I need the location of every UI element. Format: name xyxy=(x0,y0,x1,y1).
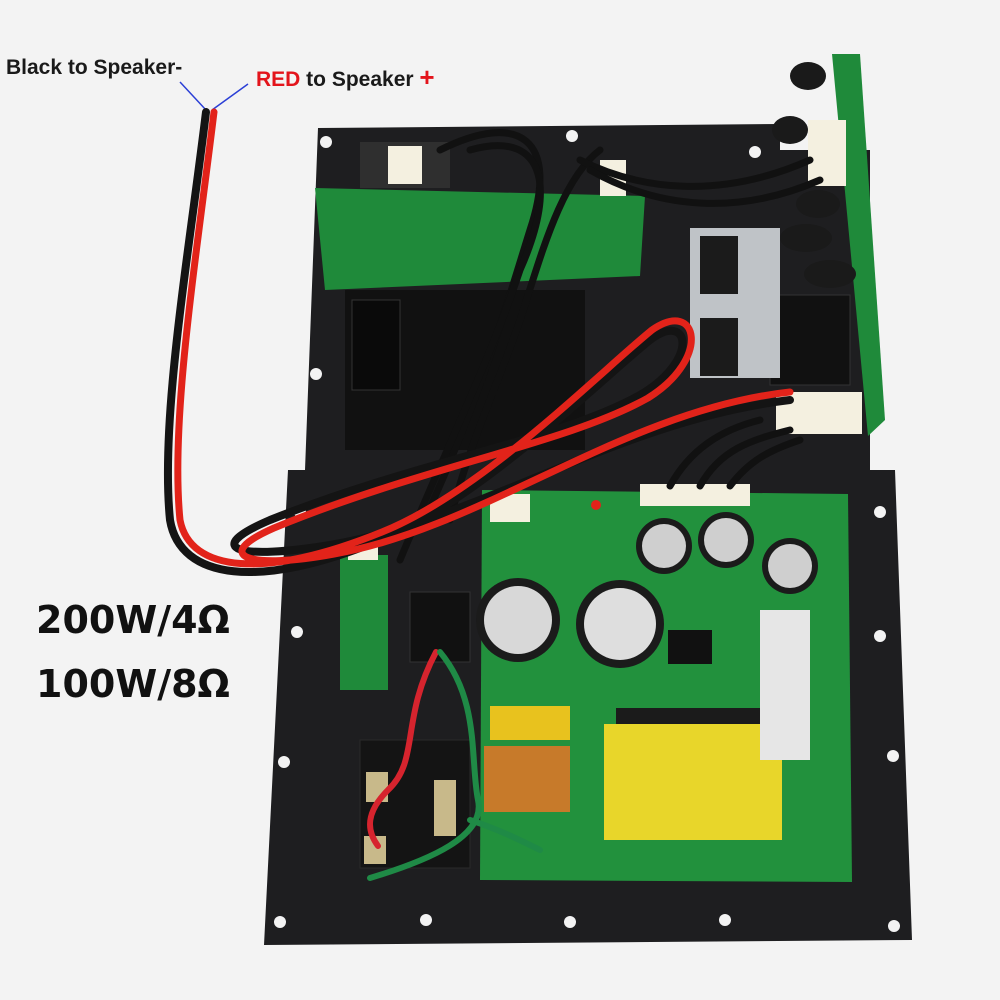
black-wire-text: Black to Speaker- xyxy=(6,56,183,79)
main-transformer xyxy=(604,724,782,840)
speaker-cable xyxy=(163,108,794,576)
red-wire-label: RED to Speaker + xyxy=(256,62,435,93)
black-wire-label: Black to Speaker- xyxy=(6,56,182,80)
ac-wires xyxy=(366,649,543,881)
red-word: RED xyxy=(256,68,301,91)
led-indicator xyxy=(591,500,601,510)
to220-transistor-1 xyxy=(700,236,738,294)
plus-sign: + xyxy=(419,62,435,92)
input-pcb xyxy=(315,188,645,290)
electrolytic-capacitors xyxy=(476,512,818,668)
leader-line-red xyxy=(211,83,249,111)
ic-chip xyxy=(668,630,712,664)
switch-pcb xyxy=(340,555,388,690)
power-transistor-block xyxy=(769,294,851,386)
transistor-block xyxy=(351,299,401,391)
side-capacitors xyxy=(772,62,856,288)
common-mode-choke xyxy=(484,746,570,812)
psu-output-connector xyxy=(640,484,750,506)
leader-line-black xyxy=(179,81,207,111)
side-connector xyxy=(808,120,846,186)
ac-terminal-3 xyxy=(364,836,386,864)
input-connector xyxy=(388,146,422,184)
x-capacitor xyxy=(490,706,570,740)
to220-transistor-2 xyxy=(700,318,738,376)
heatsink-strip xyxy=(760,610,810,760)
power-spec-4ohm: 200W/4Ω xyxy=(36,598,230,642)
transformer-core-top xyxy=(616,708,770,724)
red-wire-text: to Speaker xyxy=(300,68,420,91)
ac-terminal-2 xyxy=(434,780,456,836)
power-spec-8ohm: 100W/8Ω xyxy=(36,662,230,706)
